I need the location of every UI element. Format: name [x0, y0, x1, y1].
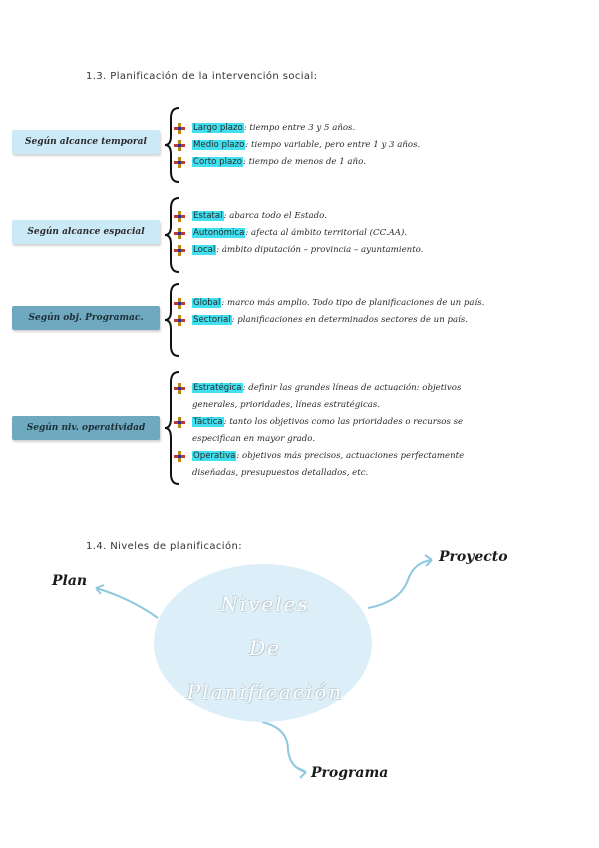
bullet-icon	[174, 417, 185, 428]
curly-brace	[164, 107, 180, 183]
label-niv-operatividad: Según niv. operatividad	[12, 416, 160, 440]
label-obj-programac: Según obj. Programac.	[12, 306, 160, 330]
bullet-icon	[174, 298, 185, 309]
bullet-icon	[174, 228, 185, 239]
bullet-icon	[174, 383, 185, 394]
list-item: Corto plazo: tiempo de menos de 1 año.	[172, 154, 492, 171]
bullet-icon	[174, 123, 185, 134]
mind-map-connectors	[95, 554, 433, 779]
list-item: Largo plazo: tiempo entre 3 y 5 años.	[172, 120, 492, 137]
bullet-icon	[174, 140, 185, 151]
list-item: Sectorial: planificaciones en determinad…	[172, 312, 502, 329]
list-obj-programac: Global: marco más amplio. Todo tipo de p…	[172, 295, 502, 329]
section-title-planificacion: 1.3. Planificación de la intervención so…	[86, 71, 318, 82]
list-item: Táctica: tanto los objetivos como las pr…	[172, 414, 502, 448]
list-niv-operatividad: Estratégica: definir las grandes líneas …	[172, 380, 502, 482]
list-item: Local: ámbito diputación – provincia – a…	[172, 242, 492, 259]
center-ellipse	[154, 564, 372, 722]
bullet-icon	[174, 157, 185, 168]
list-item: Autonómica: afecta al ámbito territorial…	[172, 225, 492, 242]
center-line: De	[249, 636, 281, 660]
list-alcance-temporal: Largo plazo: tiempo entre 3 y 5 años. Me…	[172, 120, 492, 171]
curly-brace	[164, 283, 180, 357]
list-alcance-espacial: Estatal: abarca todo el Estado. Autonómi…	[172, 208, 492, 259]
node-programa: Programa	[311, 765, 389, 781]
bullet-icon	[174, 245, 185, 256]
curly-brace	[164, 197, 180, 273]
bullet-icon	[174, 315, 185, 326]
bullet-icon	[174, 211, 185, 222]
list-item: Medio plazo: tiempo variable, pero entre…	[172, 137, 492, 154]
node-proyecto: Proyecto	[439, 549, 508, 565]
bullet-icon	[174, 451, 185, 462]
center-line: Planificación	[186, 680, 344, 704]
section-title-niveles: 1.4. Niveles de planificación:	[86, 541, 242, 552]
center-line: Niveles	[220, 592, 310, 616]
curly-brace	[164, 371, 180, 485]
list-item: Global: marco más amplio. Todo tipo de p…	[172, 295, 502, 312]
list-item: Estatal: abarca todo el Estado.	[172, 208, 492, 225]
node-plan: Plan	[52, 573, 88, 589]
list-item: Estratégica: definir las grandes líneas …	[172, 380, 502, 414]
list-item: Operativa: objetivos más precisos, actua…	[172, 448, 502, 482]
center-title: Niveles De Planificación	[175, 582, 355, 714]
label-alcance-temporal: Según alcance temporal	[12, 130, 160, 154]
label-alcance-espacial: Según alcance espacial	[12, 220, 160, 244]
